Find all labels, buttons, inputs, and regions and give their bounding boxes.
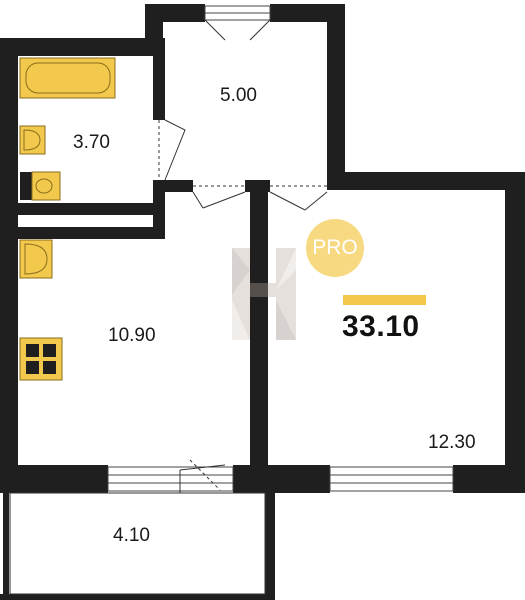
bathroom-area-label: 3.70 [73,132,110,153]
balcony [0,492,275,600]
toilet-icon [20,171,61,201]
bathtub-icon [19,57,116,99]
washbasin-icon [19,125,46,155]
total-area: 33.10 [342,310,420,343]
outer-walls [0,4,525,493]
total-area-accent-bar [343,295,426,305]
inner-walls [0,38,270,470]
hallway-area-label: 5.00 [220,85,257,106]
stove-icon [19,337,63,381]
doors [153,19,328,493]
pro-badge-label: PRO [312,236,358,259]
kitchen-sink-icon [19,239,53,279]
balcony-area-label: 4.10 [113,525,150,546]
windows [107,5,454,492]
kitchen-area-label: 10.90 [108,325,156,346]
watermark-logo [232,248,296,340]
room-area-label: 12.30 [428,432,476,453]
pro-badge: PRO [306,219,364,277]
